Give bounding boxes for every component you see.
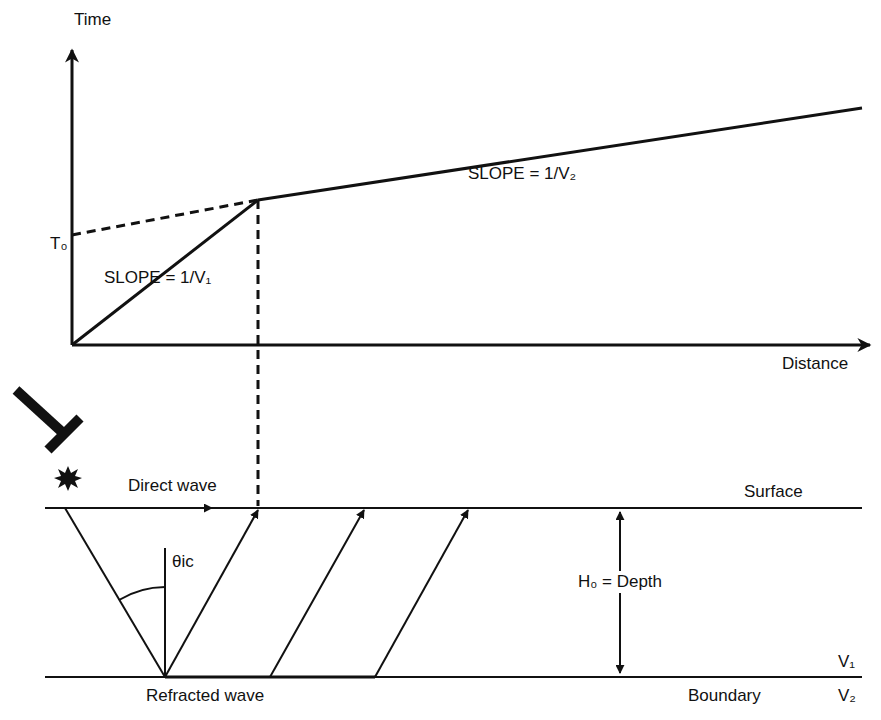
velocity-label: V₁ bbox=[838, 652, 855, 672]
direct-arrival-line bbox=[72, 200, 258, 345]
head-wave-ray bbox=[165, 510, 258, 677]
surface-line bbox=[45, 507, 862, 509]
distance-axis bbox=[72, 344, 870, 347]
slope-label: SLOPE = 1/V₂ bbox=[468, 164, 576, 184]
axis-title: Distance bbox=[782, 354, 848, 374]
normal-line bbox=[164, 548, 166, 677]
layer-label: Surface bbox=[744, 482, 803, 502]
direct-wave-arrow bbox=[70, 507, 212, 509]
depth-label: H₀ = Depth bbox=[575, 571, 665, 593]
refracted-arrival-line bbox=[258, 108, 862, 200]
time-axis bbox=[71, 50, 74, 345]
layer-label: Boundary bbox=[688, 686, 761, 706]
wave-label: Refracted wave bbox=[146, 686, 264, 706]
wave-label: Direct wave bbox=[128, 476, 217, 496]
intercept-label: T₀ bbox=[50, 234, 67, 254]
impact-burst bbox=[54, 466, 82, 491]
axis-title: Time bbox=[74, 10, 111, 30]
head-wave-ray bbox=[270, 510, 364, 677]
critical-angle-arc bbox=[119, 587, 165, 600]
hammer-handle bbox=[16, 390, 62, 432]
incident-ray bbox=[65, 508, 165, 677]
crossover-projection bbox=[257, 200, 260, 506]
intercept-extension bbox=[72, 200, 258, 235]
angle-label: θic bbox=[172, 552, 194, 572]
hammer-head bbox=[48, 418, 80, 450]
velocity-label: V₂ bbox=[838, 686, 856, 706]
boundary-line bbox=[45, 676, 862, 678]
head-wave-ray bbox=[375, 510, 468, 677]
slope-label: SLOPE = 1/V₁ bbox=[104, 268, 211, 288]
